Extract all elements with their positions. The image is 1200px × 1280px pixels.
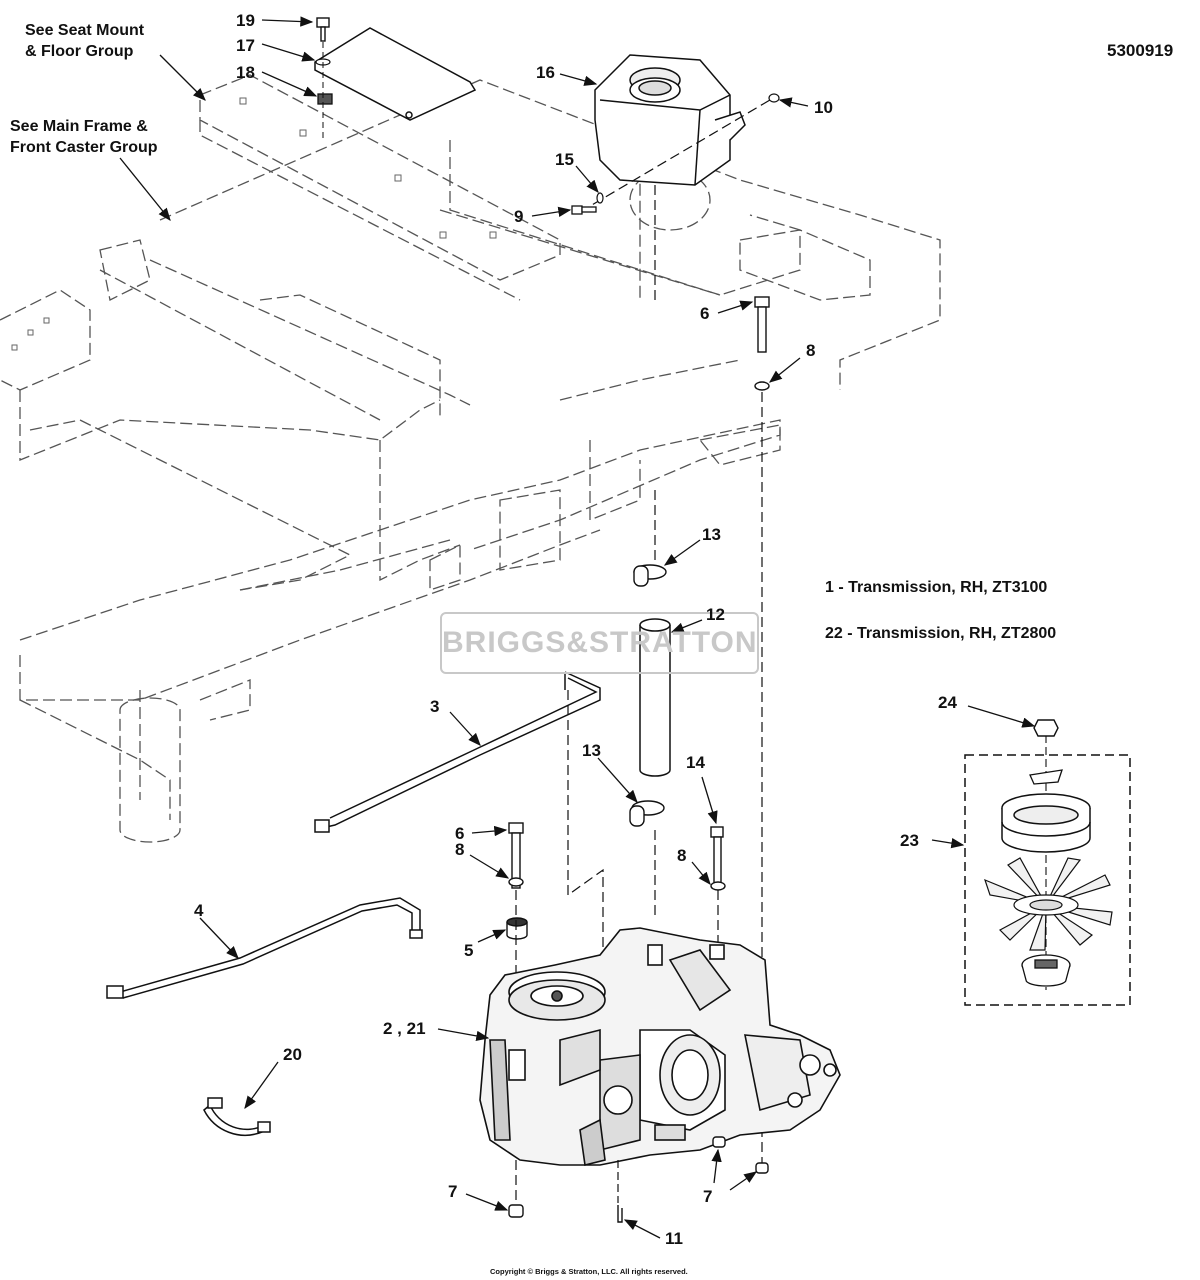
washer-8-upper (754, 381, 770, 391)
callout-15: 15 (555, 150, 574, 169)
bolt-14 (710, 826, 724, 888)
control-rod-3 (314, 671, 601, 833)
cooling-fan (984, 857, 1113, 951)
callout-3: 3 (430, 697, 440, 716)
leader-lines (119, 16, 1036, 1239)
callout-5: 5 (464, 941, 474, 960)
nut-7-right-lower (755, 1162, 769, 1174)
hose-tube-12 (639, 618, 671, 777)
hose-clamp-13-upper (633, 564, 667, 587)
callout-8-right: 8 (677, 846, 687, 865)
seat-mount-note: See Seat Mount & Floor Group (25, 20, 144, 62)
callout-10: 10 (814, 98, 833, 117)
floor-cover-plate (314, 27, 477, 121)
cotter-pin-11 (617, 1205, 623, 1223)
callout-23: 23 (900, 831, 919, 850)
pulley (1001, 793, 1091, 853)
legend-item-22: 22 - Transmission, RH, ZT2800 (825, 625, 1057, 642)
fan-kit-box (964, 754, 1131, 1006)
seat-mount-note-line1: See Seat Mount (25, 22, 145, 39)
callout-8-left: 8 (455, 840, 465, 859)
main-frame-note: See Main Frame & Front Caster Group (10, 116, 158, 158)
spacer-5 (506, 917, 528, 940)
nut-7-right-upper (712, 1136, 726, 1148)
callout-13-upper: 13 (702, 525, 721, 544)
legend-item-1: 1 - Transmission, RH, ZT3100 (825, 579, 1048, 596)
callout-13-lower: 13 (582, 741, 601, 760)
oil-reservoir (594, 54, 746, 186)
seat-mount-note-line2: & Floor Group (25, 43, 134, 60)
nut-7-left (508, 1204, 524, 1218)
transmission-assembly (479, 927, 841, 1166)
callout-8-upper: 8 (806, 341, 816, 360)
callout-16: 16 (536, 63, 555, 82)
callout-9: 9 (514, 207, 524, 226)
clip-nut-18 (317, 93, 333, 105)
callout-18: 18 (236, 63, 255, 82)
hose-clamp-13-lower (629, 800, 665, 827)
washer-15 (596, 192, 604, 204)
callout-17: 17 (236, 36, 255, 55)
callout-11: 11 (665, 1229, 683, 1248)
bolt-9 (571, 205, 597, 215)
callout-6-lower: 6 (455, 824, 465, 843)
washer-8-left (508, 877, 524, 887)
watermark-logo: BRIGGS&STRATTON (440, 612, 759, 674)
main-frame-phantom (0, 74, 941, 843)
callout-14: 14 (686, 753, 705, 772)
callout-7-left: 7 (448, 1182, 458, 1201)
bolt-6-lower (508, 822, 524, 889)
callout-20: 20 (283, 1045, 302, 1064)
fan-hub (1021, 954, 1071, 987)
callout-6-upper: 6 (700, 304, 710, 323)
main-frame-note-line2: Front Caster Group (10, 139, 158, 156)
strap-20 (203, 1097, 271, 1136)
key-washer (1029, 769, 1063, 785)
copyright-text: Copyright © Briggs & Stratton, LLC. All … (490, 1267, 688, 1276)
callout-19: 19 (236, 11, 255, 30)
bolt-6-upper (754, 296, 770, 353)
callout-7-right: 7 (703, 1187, 713, 1206)
washer-8-right (710, 881, 726, 891)
main-frame-note-line1: See Main Frame & (10, 118, 148, 135)
nut-24 (1033, 719, 1059, 737)
callout-24: 24 (938, 693, 957, 712)
document-number: 5300919 (1107, 41, 1174, 60)
callout-4: 4 (194, 901, 204, 920)
frame-holes (11, 97, 497, 351)
callout-12: 12 (706, 605, 725, 624)
control-rod-4 (106, 897, 423, 999)
callout-2-21: 2 , 21 (383, 1019, 426, 1038)
bolt-19 (316, 17, 330, 42)
nut-10 (768, 93, 780, 103)
